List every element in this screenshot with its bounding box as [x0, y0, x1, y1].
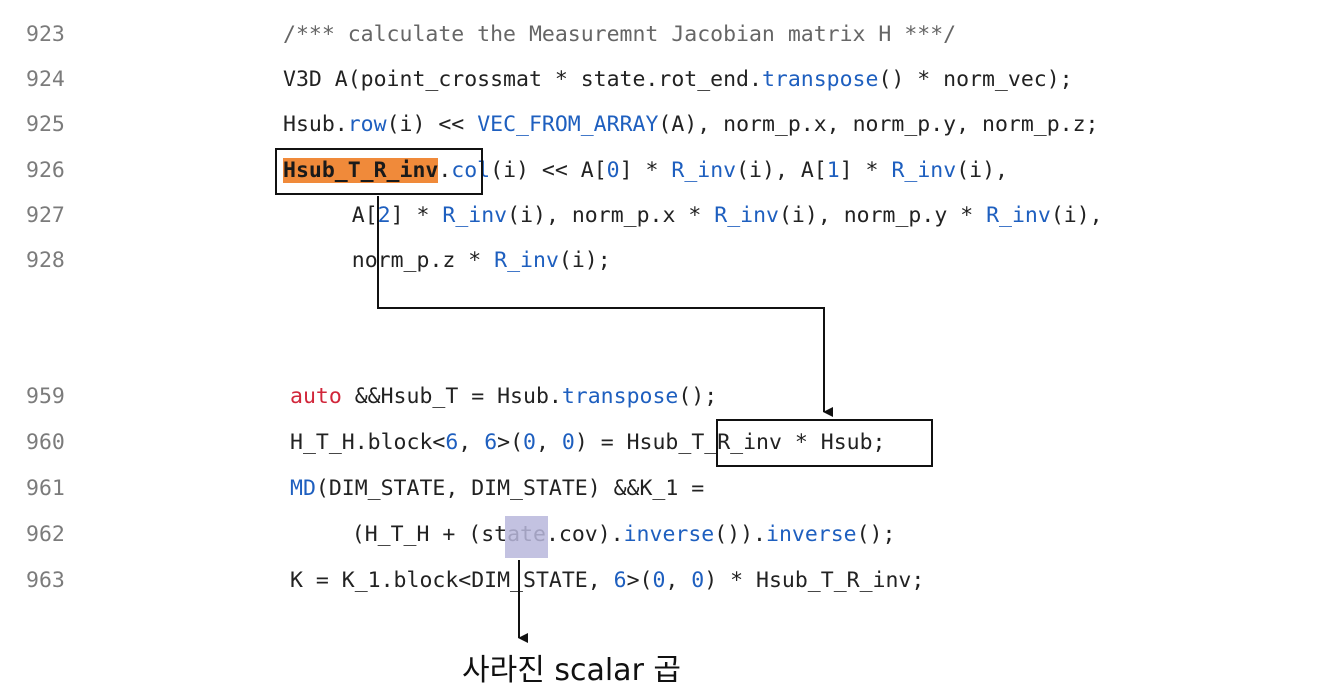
code-token: (i), A[ [736, 158, 827, 183]
code-token: MD [290, 476, 316, 501]
code-token: 0 [652, 568, 666, 593]
line-number: 961 [26, 476, 65, 501]
code-line-962: (H_T_H + (state.cov).inverse()).inverse(… [300, 521, 896, 549]
highlight-box-bottom [716, 419, 933, 467]
code-token: norm_p.z * [300, 248, 495, 273]
code-token: 6 [445, 430, 459, 455]
code-line-959: auto &&Hsub_T = Hsub.transpose(); [290, 383, 717, 411]
code-line-925: Hsub.row(i) << VEC_FROM_ARRAY(A), norm_p… [283, 111, 1099, 139]
code-token: ) = Hsub_T_R_inv * Hsub; [574, 430, 886, 455]
code-token: (A), norm_p.x, norm_p.y, norm_p.z; [658, 112, 1099, 137]
code-token: >( [497, 430, 524, 455]
code-token: ()). [714, 522, 766, 547]
code-token: inverse [623, 522, 715, 547]
line-number: 928 [26, 248, 65, 273]
code-token: 0 [523, 430, 536, 455]
code-token: R_inv [671, 158, 737, 183]
code-token: K = K_1.block<DIM_STATE, [290, 568, 614, 593]
line-number: 926 [26, 158, 65, 183]
code-line-927: A[2] * R_inv(i), norm_p.x * R_inv(i), no… [300, 202, 1103, 230]
code-token: (); [856, 522, 896, 547]
code-token: ) * Hsub_T_R_inv; [704, 568, 925, 593]
removed-scalar-marker [505, 516, 548, 558]
code-token: /*** calculate the Measuremnt Jacobian m… [283, 22, 957, 47]
code-token: row [347, 112, 387, 137]
code-token: (DIM_STATE, DIM_STATE) &&K_1 = [315, 476, 705, 501]
code-token: (i) << [386, 112, 478, 137]
code-token: (i), norm_p.x * [507, 203, 715, 228]
annotation-caption: 사라진 scalar 곱 [462, 653, 682, 688]
code-token: 0 [691, 568, 705, 593]
code-token: ] * [390, 203, 443, 228]
code-line-926: Hsub_T_R_inv.col(i) << A[0] * R_inv(i), … [283, 157, 1008, 185]
code-token: A[ [300, 203, 378, 228]
code-token: Hsub. [283, 112, 348, 137]
code-token: 6 [613, 568, 627, 593]
code-token: V3D A(point_crossmat * state.rot_end. [283, 67, 762, 92]
line-number: 925 [26, 112, 65, 137]
line-number: 963 [26, 568, 65, 593]
code-token: (); [678, 384, 718, 409]
code-token: R_inv [714, 203, 779, 228]
code-token: 6 [484, 430, 498, 455]
code-token: ] * [619, 158, 672, 183]
highlight-box-top [275, 148, 483, 195]
code-token: R_inv [442, 203, 508, 228]
code-token: (i), [1050, 203, 1103, 228]
code-token: 0 [561, 430, 575, 455]
code-token: , [458, 430, 485, 455]
code-token: auto [290, 384, 342, 409]
code-token: >( [626, 568, 653, 593]
line-number: 924 [26, 67, 65, 92]
code-token: (i), norm_p.y * [778, 203, 987, 228]
code-token: col [451, 158, 491, 183]
code-token: (i) << A[ [490, 158, 607, 183]
code-line-924: V3D A(point_crossmat * state.rot_end.tra… [283, 66, 1073, 94]
code-token: VEC_FROM_ARRAY [477, 112, 659, 137]
code-token: ] * [839, 158, 892, 183]
line-number: 962 [26, 522, 65, 547]
code-token: , [535, 430, 562, 455]
code-token: H_T_H.block< [290, 430, 446, 455]
code-token: R_inv [986, 203, 1051, 228]
line-number: 927 [26, 203, 65, 228]
code-token: R_inv [494, 248, 559, 273]
code-token: . [438, 158, 452, 183]
code-token: Hsub_T_R_inv [283, 158, 439, 183]
connector-arrow [377, 196, 833, 417]
code-token: inverse [766, 522, 857, 547]
code-token: &&Hsub_T = Hsub. [341, 384, 562, 409]
line-number: 959 [26, 384, 65, 409]
code-token: , [665, 568, 692, 593]
code-token: (i), [956, 158, 1008, 183]
code-token: 2 [377, 203, 391, 228]
line-number: 960 [26, 430, 65, 455]
code-line-960: H_T_H.block<6, 6>(0, 0) = Hsub_T_R_inv *… [290, 429, 886, 457]
code-token: () * norm_vec); [878, 67, 1073, 92]
code-token: 0 [606, 158, 620, 183]
code-line-963: K = K_1.block<DIM_STATE, 6>(0, 0) * Hsub… [290, 567, 924, 595]
line-number: 923 [26, 22, 65, 47]
code-token: transpose [561, 384, 679, 409]
code-token: (i); [558, 248, 611, 273]
code-token: transpose [761, 67, 879, 92]
code-token: R_inv [891, 158, 957, 183]
code-token: 1 [826, 158, 840, 183]
code-line-961: MD(DIM_STATE, DIM_STATE) &&K_1 = [290, 475, 704, 503]
code-line-923: /*** calculate the Measuremnt Jacobian m… [283, 21, 956, 49]
code-line-928: norm_p.z * R_inv(i); [300, 247, 611, 275]
